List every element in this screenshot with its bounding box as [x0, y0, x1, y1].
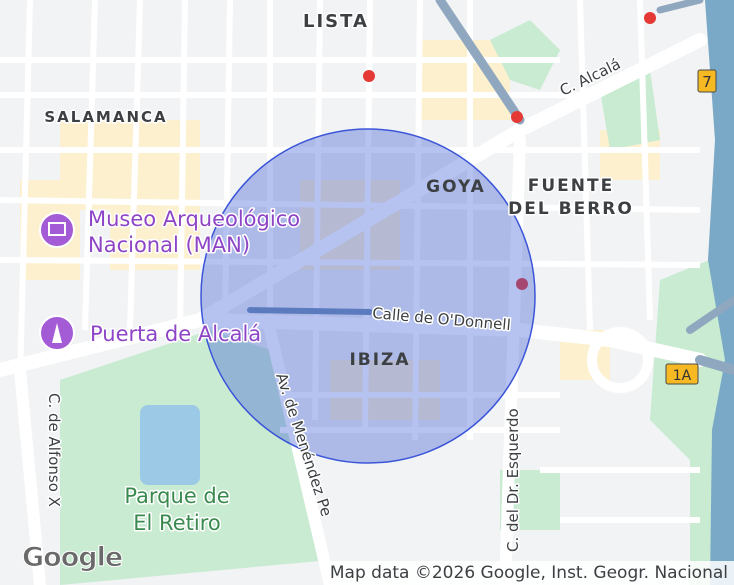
google-logo: Google: [21, 542, 123, 574]
district-label-fuente-line2: DEL BERRO: [508, 199, 634, 219]
metro-icon[interactable]: [644, 12, 656, 24]
poi-label-puerta: Puerta de Alcalá: [90, 322, 261, 346]
highway-shield-label: 1A: [673, 368, 692, 384]
district-label-lista: LISTA: [303, 11, 369, 32]
street-label-esquerdo: C. del Dr. Esquerdo: [504, 408, 522, 552]
poi-label-museo-line1: Museo Arqueológico: [88, 207, 300, 231]
museum-icon-glyph: [48, 222, 66, 236]
river: [705, 0, 734, 585]
park-label-line2: El Retiro: [133, 511, 220, 535]
district-label-ibiza: IBIZA: [349, 350, 410, 370]
poi-puerta[interactable]: Puerta de Alcalá: [39, 315, 263, 351]
urban-blocks: [20, 40, 660, 420]
metro-icon[interactable]: [363, 70, 375, 82]
street-label-alfonso: C. de Alfonso X: [45, 393, 63, 507]
pond: [140, 405, 200, 485]
poi-museo[interactable]: Museo Arqueológico Nacional (MAN): [39, 206, 302, 259]
poi-label-museo-line2: Nacional (MAN): [88, 233, 250, 257]
district-label-salamanca: SALAMANCA: [44, 108, 167, 126]
monument-icon-glyph: [52, 323, 62, 343]
museum-icon: [39, 212, 75, 248]
highway-shield-m7: 7: [697, 69, 717, 93]
park-label-line1: Parque de: [124, 484, 229, 508]
highway-shield-label: 7: [702, 73, 712, 91]
park-area-north: [490, 20, 560, 90]
district-label-goya: GOYA: [426, 177, 486, 197]
district-label-fuente-line1: FUENTE: [528, 176, 614, 196]
highway-shield-a1a: 1A: [665, 363, 699, 385]
metro-markers: [363, 12, 656, 290]
search-radius-circle[interactable]: [200, 128, 536, 464]
metro-icon[interactable]: [516, 278, 528, 290]
metro-icon[interactable]: [511, 111, 523, 123]
map-attribution[interactable]: Map data ©2026 Google, Inst. Geogr. Naci…: [323, 561, 734, 585]
